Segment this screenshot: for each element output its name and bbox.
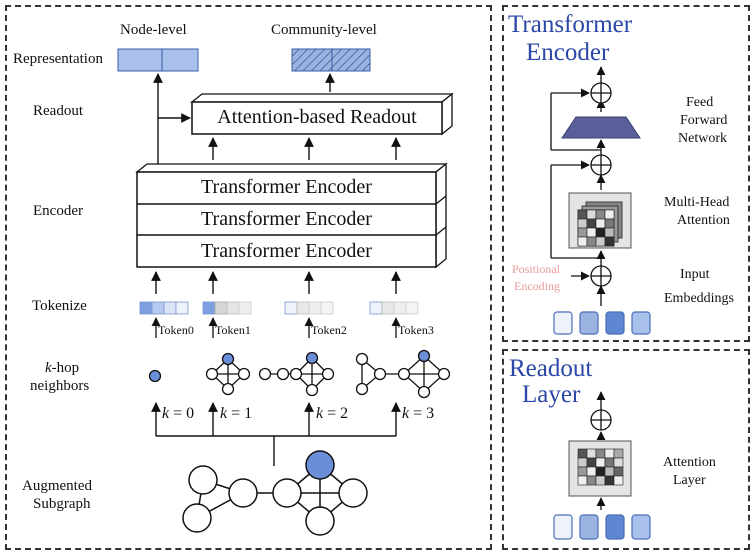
token-label-0: Token0 (158, 323, 194, 337)
row-label-khop: k-hop (45, 361, 79, 376)
transformer-panel-title-2: Encoder (526, 39, 610, 66)
token-label-3: Token3 (398, 323, 434, 337)
readout-panel-title-1: Readout (509, 355, 593, 382)
hop-label-1: k = 1 (220, 406, 252, 422)
positional-label-2: Encoding (514, 279, 560, 293)
hop-k-3: k (402, 405, 410, 422)
community-level-label: Community-level (271, 22, 377, 38)
khop-rest: -hop (51, 360, 80, 376)
positional-label-1: Positional (512, 262, 561, 276)
row-label-tokenize: Tokenize (32, 298, 87, 314)
hop-k-0: k (162, 405, 170, 422)
readout-attention-block (568, 440, 632, 497)
mha-label-2: Attention (677, 213, 730, 228)
readout-panel-title-2: Layer (522, 381, 581, 408)
row-label-encoder: Encoder (33, 203, 83, 219)
token-input-arrows (151, 271, 401, 294)
input-embed-label-2: Embeddings (664, 291, 734, 306)
row-label-readout: Readout (33, 103, 83, 119)
community-level-representation (291, 48, 371, 72)
add-node-middle (590, 154, 612, 176)
add-node-bottom (590, 265, 612, 287)
hop-eq-2: = 2 (323, 405, 349, 422)
input-embedding-tokens (553, 311, 651, 335)
ffn-label-2: Forward (680, 113, 728, 128)
hop-k-2: k (316, 405, 324, 422)
row-label-khop-line2: neighbors (30, 378, 90, 394)
row-label-augmented: Augmented (22, 478, 92, 494)
transformer-encoder-panel (502, 5, 750, 342)
hop0-graph (148, 369, 162, 383)
row-label-representation: Representation (13, 51, 103, 67)
input-embed-label-1: Input (680, 267, 710, 282)
transformer-panel-title-1: Transformer (508, 11, 633, 38)
main-architecture-panel (5, 5, 492, 550)
readout-add-node (590, 409, 612, 431)
encoder-output-arrows (153, 73, 401, 164)
khop-k: k (45, 360, 52, 376)
multihead-attention-block (568, 192, 632, 249)
readout-box-label: Attention-based Readout (217, 106, 417, 128)
mha-label-1: Multi-Head (664, 195, 730, 210)
attention-layer-label-1: Attention (663, 455, 716, 470)
encoder-layer-3: Transformer Encoder (201, 240, 372, 262)
hop-eq-1: = 1 (227, 405, 253, 422)
subgraph-branch-arrows (151, 402, 401, 466)
hop3-graph (355, 349, 451, 399)
hop-label-2: k = 2 (316, 406, 348, 422)
token-label-1: Token1 (215, 323, 251, 337)
hop2-graph (258, 351, 335, 397)
hop-eq-3: = 3 (409, 405, 435, 422)
encoder-layer-1: Transformer Encoder (201, 176, 372, 198)
encoder-stack-3d (135, 162, 448, 269)
row-label-subgraph: Subgraph (33, 496, 91, 512)
add-node-top (590, 82, 612, 104)
ffn-trapezoid (561, 116, 641, 139)
encoder-layer-2: Transformer Encoder (201, 208, 372, 230)
hop1-graph (205, 352, 251, 396)
token-label-2: Token2 (311, 323, 347, 337)
hop-k-1: k (220, 405, 228, 422)
node-level-label: Node-level (120, 22, 187, 38)
node-level-representation (117, 48, 199, 72)
hop-eq-0: = 0 (169, 405, 195, 422)
hop-label-0: k = 0 (162, 406, 194, 422)
hop-to-token-arrows (151, 317, 401, 338)
ffn-label-1: Feed (686, 95, 714, 110)
readout-layer-panel (502, 349, 750, 550)
hop-label-3: k = 3 (402, 406, 434, 422)
augmented-subgraph (182, 450, 368, 536)
attention-layer-label-2: Layer (673, 473, 706, 488)
ffn-label-3: Network (678, 131, 727, 146)
token-strips (139, 301, 419, 315)
readout-box-3d (190, 92, 454, 136)
readout-input-tokens (553, 514, 651, 540)
